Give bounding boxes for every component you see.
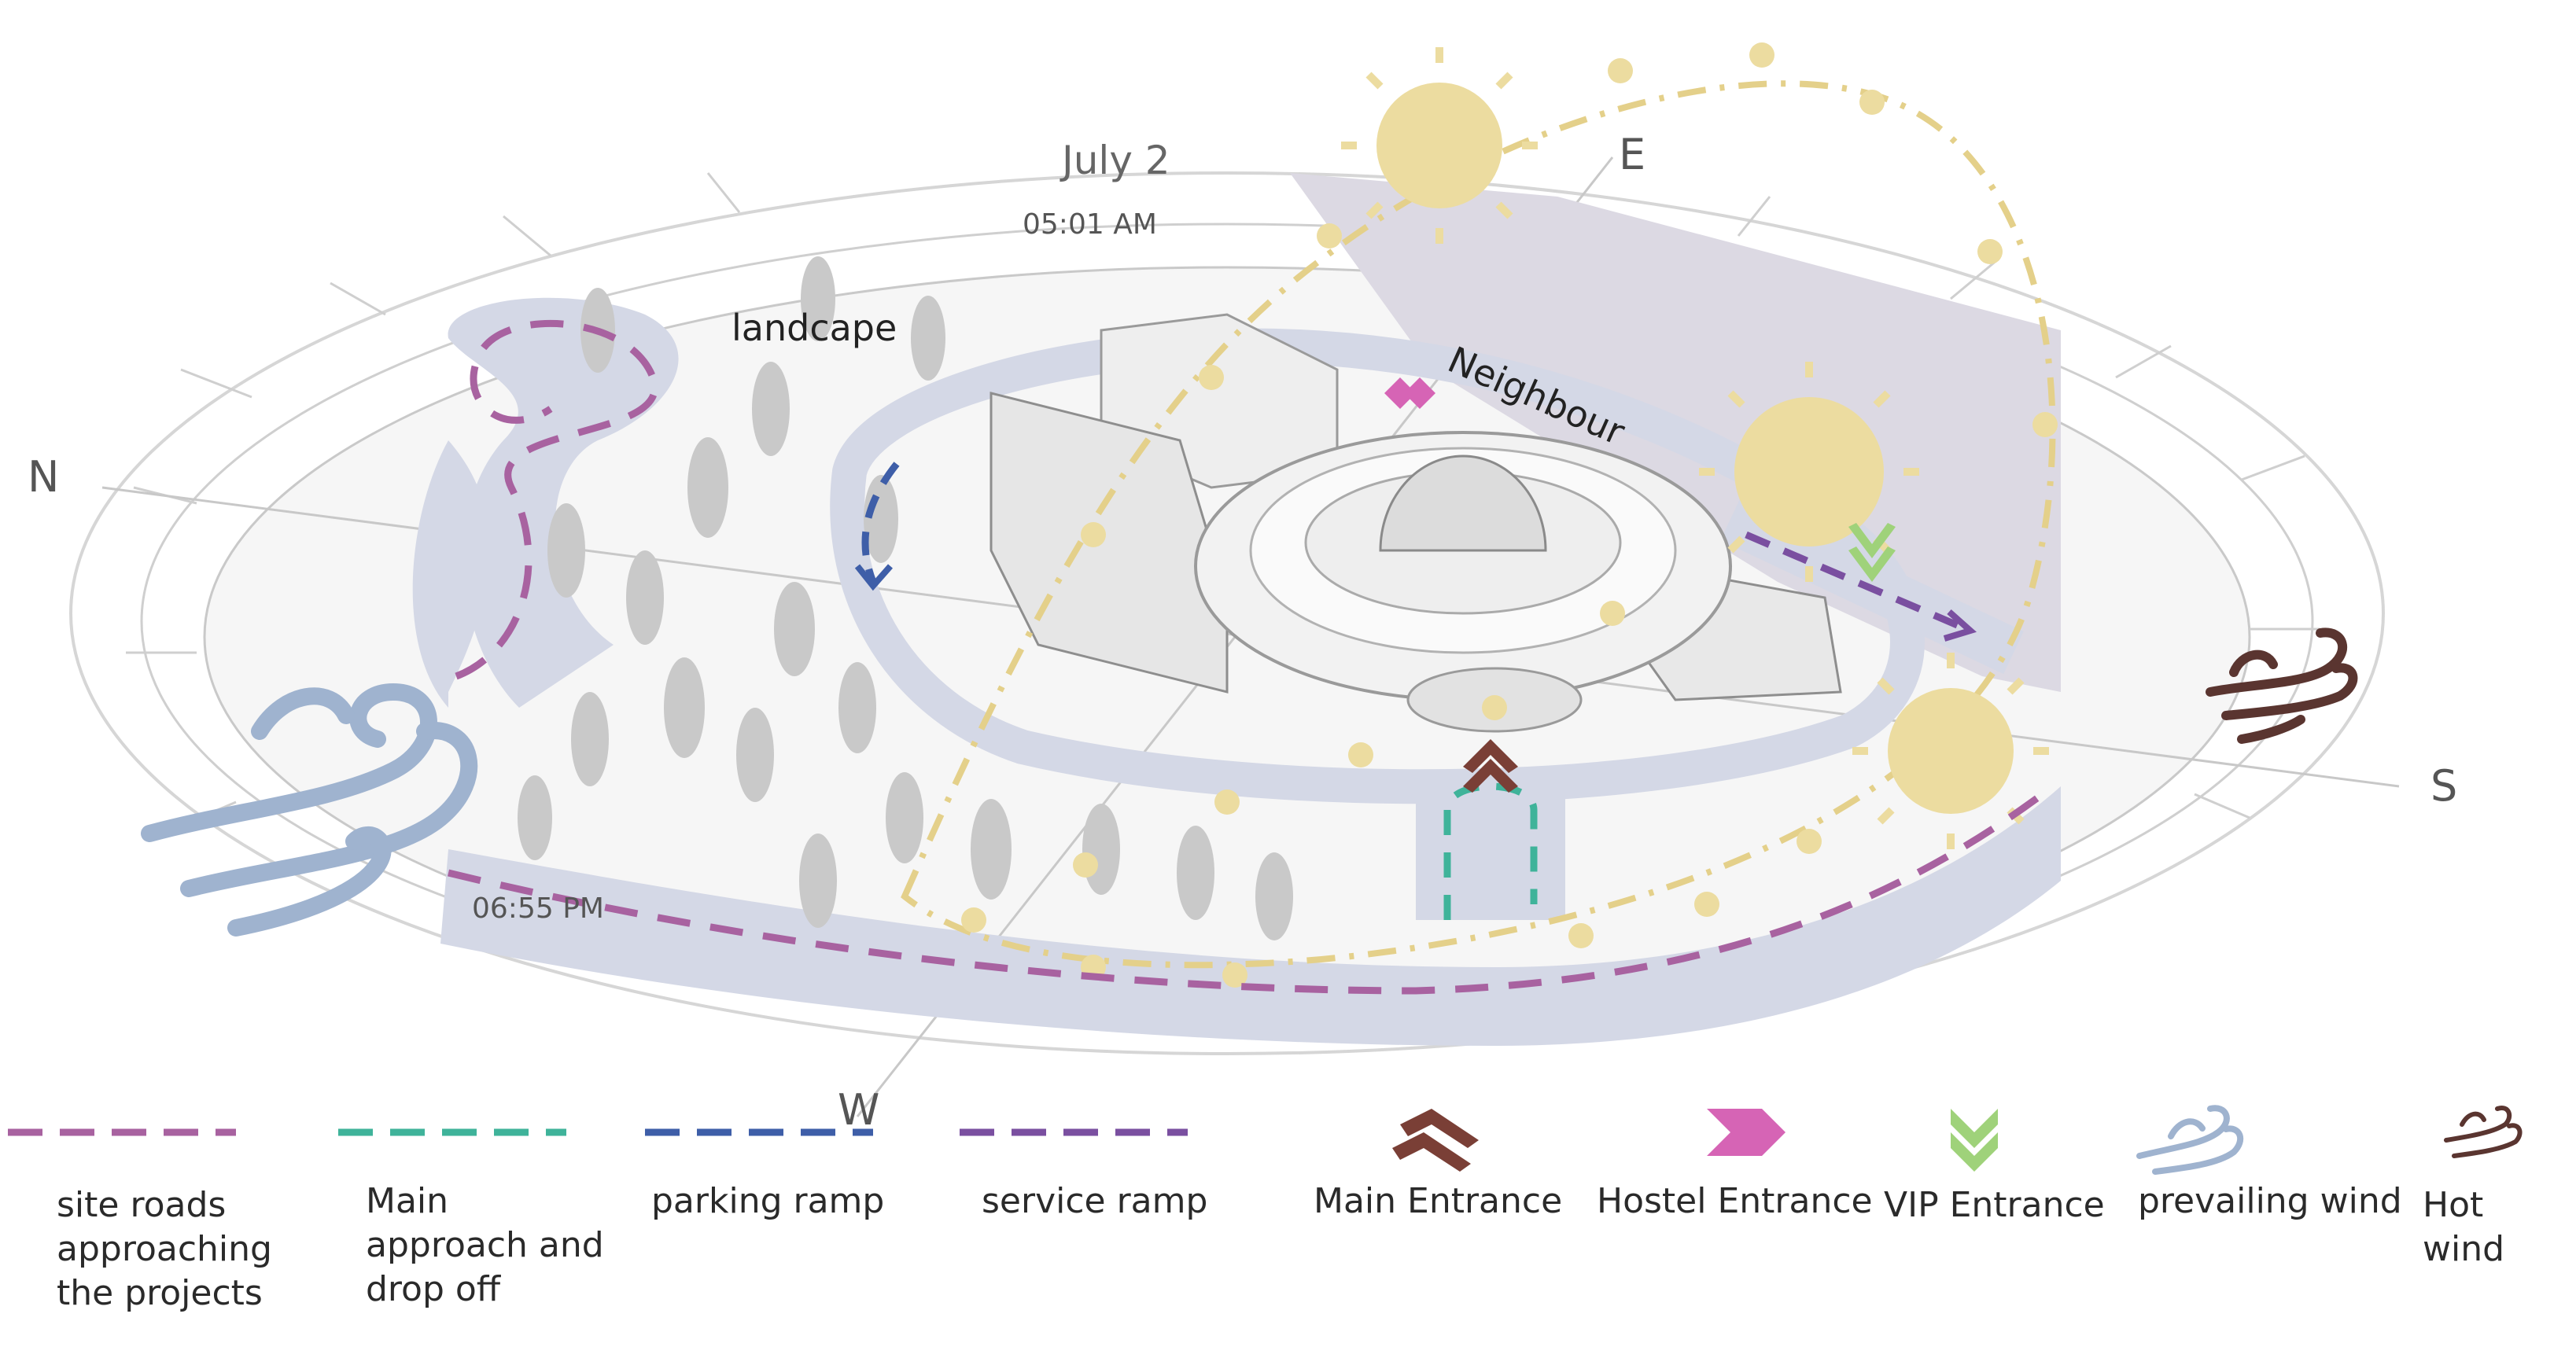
sun-path <box>901 80 2056 969</box>
sun-date-label: July 2 <box>1062 138 1170 183</box>
west-road <box>440 786 2061 1046</box>
compass-south-label: S <box>2430 761 2458 811</box>
sunset-time-label: 06:55 PM <box>472 892 604 925</box>
legend-hot-wind-icon <box>2444 1106 2523 1158</box>
legend-parking-ramp-label: parking ramp <box>651 1181 885 1221</box>
legend-hostel-entrance-label: Hostel Entrance <box>1597 1181 1873 1221</box>
parking-ramp-route <box>861 462 900 583</box>
vip-entrance-icon <box>1848 523 1896 582</box>
compass-west-label: W <box>838 1085 880 1135</box>
dome <box>1379 454 1547 552</box>
site-road-route-north <box>455 319 658 680</box>
sun-icon-morning <box>1341 47 1538 244</box>
landscape-label: landcape <box>732 307 897 349</box>
legend-vip-entrance-label: VIP Entrance <box>1884 1185 2105 1225</box>
parking-ramp-arrowhead <box>854 564 894 591</box>
site-road-route-west <box>447 783 2055 995</box>
legend-prevailing-wind-label: prevailing wind <box>2138 1181 2402 1221</box>
legend-hostel-entrance-icon <box>1707 1109 1786 1156</box>
legend-site-road-label: site roads approaching the projects <box>57 1185 272 1313</box>
ring-ticks <box>126 172 2320 827</box>
hostel-entrance-icon <box>1384 377 1435 409</box>
site-outer-ring <box>69 171 2385 1055</box>
north-west-road <box>412 440 490 708</box>
north-loop-road <box>448 297 679 708</box>
sun-path-markers <box>961 42 2058 988</box>
landscape-trees <box>518 256 1293 940</box>
service-ramp-arrowhead <box>1943 609 1977 642</box>
drop-off-road <box>1416 786 1565 920</box>
compass-east-label: E <box>1619 130 1646 179</box>
office-wing <box>989 392 1229 694</box>
legend-vip-entrance-icon <box>1951 1109 1998 1172</box>
building <box>989 313 1842 733</box>
compass-north-label: N <box>28 452 60 502</box>
legend-prevailing-wind-icon <box>2136 1105 2244 1175</box>
main-entrance-icon <box>1463 739 1518 793</box>
prevailing-wind-icon <box>141 683 478 937</box>
legend-main-entrance-icon <box>1392 1109 1479 1172</box>
legend-service-ramp-label: service ramp <box>982 1181 1208 1221</box>
legend-hot-wind-label: Hot wind <box>2423 1185 2505 1269</box>
hot-wind-icon <box>2206 627 2358 744</box>
legend-main-approach-label: Main approach and drop off <box>366 1181 604 1309</box>
legend-main-entrance-label: Main Entrance <box>1314 1181 1563 1221</box>
sunrise-time-label: 05:01 AM <box>1023 208 1157 241</box>
